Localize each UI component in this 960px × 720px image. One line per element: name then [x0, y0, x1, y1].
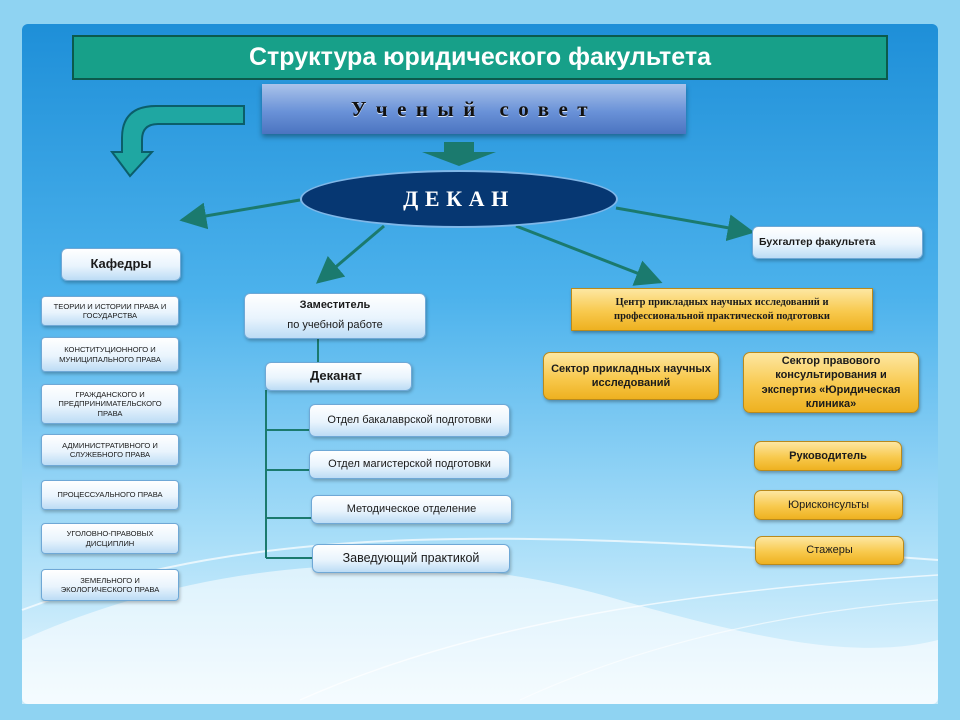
page-title: Структура юридического факультета [72, 35, 888, 80]
sector-clinic-box: Сектор правового консультирования и эксп… [743, 352, 919, 413]
dean-ellipse: ДЕКАН [300, 170, 618, 228]
accountant-box: Бухгалтер факультета [752, 226, 923, 259]
deputy-box: Заместитель по учебной работе [244, 293, 426, 339]
deans-unit: Методическое отделение [311, 495, 512, 524]
department-item: ЗЕМЕЛЬНОГО И ЭКОЛОГИЧЕСКОГО ПРАВА [41, 569, 179, 601]
research-center-box: Центр прикладных научных исследований и … [571, 288, 873, 331]
council-box: Ученый совет [262, 84, 686, 134]
clinic-staff-box: Юрисконсульты [754, 490, 903, 520]
deans-unit: Отдел бакалаврской подготовки [309, 404, 510, 437]
clinic-staff-box: Руководитель [754, 441, 902, 471]
arrow-to-center [515, 224, 663, 286]
department-item: УГОЛОВНО-ПРАВОВЫХ ДИСЦИПЛИН [41, 523, 179, 554]
deans-unit: Отдел магистерской подготовки [309, 450, 510, 479]
clinic-staff-box: Стажеры [755, 536, 904, 565]
department-item: ТЕОРИИ И ИСТОРИИ ПРАВА И ГОСУДАРСТВА [41, 296, 179, 326]
arrow-to-departments [179, 198, 301, 230]
arrow-to-deputy [315, 224, 385, 284]
department-item: АДМИНИСТРАТИВНОГО И СЛУЖЕБНОГО ПРАВА [41, 434, 179, 466]
department-item: ГРАЖДАНСКОГО И ПРЕДПРИНИМАТЕЛЬСКОГО ПРАВ… [41, 384, 179, 424]
department-item: КОНСТИТУЦИОННОГО И МУНИЦИПАЛЬНОГО ПРАВА [41, 337, 179, 372]
deputy-title: Заместитель [299, 299, 371, 312]
deans-office-box: Деканат [265, 362, 412, 391]
down-arrow-icon [422, 142, 496, 166]
deans-unit: Заведующий практикой [312, 544, 510, 573]
departments-header: Кафедры [61, 248, 181, 281]
curved-arrow-icon [110, 105, 245, 178]
arrow-to-accountant [615, 206, 755, 242]
department-item: ПРОЦЕССУАЛЬНОГО ПРАВА [41, 480, 179, 510]
sector-applied-box: Сектор прикладных научных исследований [543, 352, 719, 400]
deputy-subtitle: по учебной работе [287, 319, 383, 331]
